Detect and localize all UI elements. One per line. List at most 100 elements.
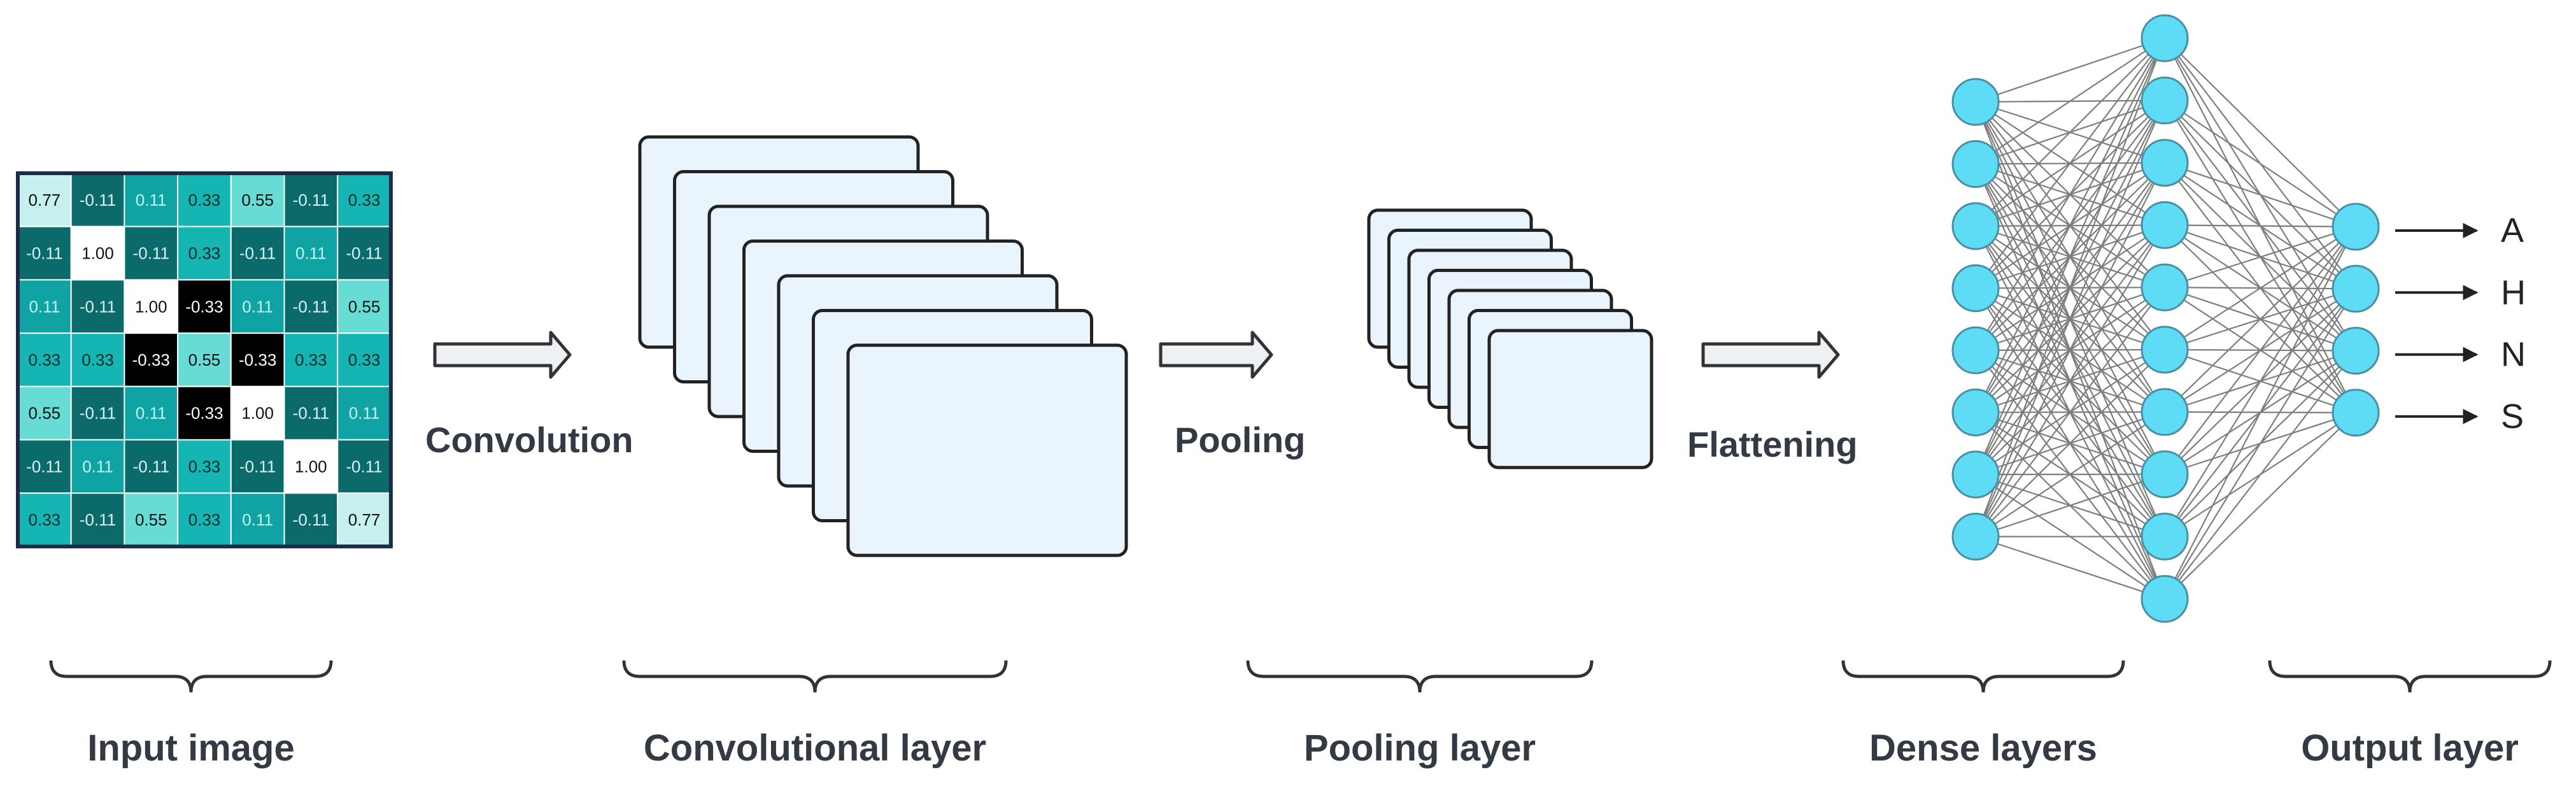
matrix-cell-value: -0.11 (346, 244, 382, 263)
dense1-node (1951, 264, 2000, 312)
matrix-cell (70, 279, 125, 334)
matrix-cell-value: 0.33 (188, 244, 221, 263)
dense-layers-label: Dense layers (1869, 727, 2097, 769)
matrix-cell (70, 439, 125, 494)
matrix-cell-value: 0.33 (188, 457, 221, 476)
matrix-cell-value: 0.33 (295, 350, 327, 369)
pool-brace (1246, 660, 1594, 693)
dense1-node (1951, 202, 2000, 250)
matrix-cell-value: -0.11 (293, 297, 329, 316)
connection-line (2164, 162, 2356, 228)
matrix-cell-value: 0.33 (81, 350, 114, 369)
matrix-cell (337, 279, 392, 334)
matrix-cell-value: 0.11 (242, 510, 273, 529)
matrix-cell (17, 492, 72, 547)
dense2-node (2141, 14, 2189, 62)
matrix-cell (17, 332, 72, 387)
matrix-cell (124, 225, 179, 281)
conv-brace (622, 660, 1008, 693)
matrix-cell-value: -0.33 (185, 404, 223, 423)
matrix-cell-value: 0.11 (295, 244, 327, 263)
connection-line (2164, 226, 2356, 413)
matrix-cell (337, 439, 392, 494)
connection-line (2164, 288, 2356, 599)
output-node (2332, 327, 2380, 375)
input-image-label: Input image (87, 727, 294, 769)
output-layer-label: Output layer (2301, 727, 2519, 769)
matrix-cell-value: 0.33 (348, 190, 381, 210)
matrix-cell (337, 225, 392, 281)
matrix-cell-value: 0.55 (348, 297, 381, 316)
matrix-cell-value: -0.11 (26, 457, 62, 476)
convolution-arrow-icon (433, 331, 572, 379)
matrix-cell (230, 439, 285, 494)
pooling-layer-label: Pooling layer (1304, 727, 1536, 769)
connection-line (1975, 162, 2165, 537)
connection-line (1975, 38, 2165, 289)
connection-line (1975, 38, 2165, 165)
matrix-cell-value: -0.11 (239, 244, 276, 263)
dense1-node (1951, 78, 2000, 126)
matrix-cell-value: 1.00 (295, 457, 327, 476)
flattening-arrow-icon (1701, 331, 1840, 379)
connection-line (1975, 411, 2165, 538)
matrix-cell (177, 279, 232, 334)
matrix-cell (230, 279, 285, 334)
matrix-cell-value: 1.00 (241, 404, 274, 423)
dense1-node (1951, 140, 2000, 188)
connection-line (1975, 38, 2165, 413)
flattening-label: Flattening (1687, 424, 1858, 464)
matrix-cell-value: 0.77 (348, 510, 381, 529)
connection-line (2164, 225, 2356, 289)
output-node (2332, 203, 2380, 251)
connection-line (1974, 38, 2166, 475)
connection-line (1975, 287, 2165, 538)
matrix-cell-value: 1.00 (135, 297, 167, 316)
matrix-cell-value: 0.55 (188, 350, 221, 369)
connection-line (1975, 224, 2165, 538)
output-node (2332, 389, 2380, 437)
dense2-node (2141, 76, 2189, 125)
network-connections (1974, 37, 2356, 600)
connection-line (2164, 226, 2356, 350)
input-brace (49, 660, 333, 693)
connection-line (2164, 38, 2356, 227)
connection-line (1975, 349, 2165, 538)
matrix-cell (230, 492, 285, 547)
pooling-feature-maps (1367, 208, 1653, 469)
dense-brace (1841, 660, 2125, 693)
connection-line (2164, 412, 2356, 599)
connection-line (1975, 38, 2165, 351)
matrix-cell-value: -0.11 (80, 297, 116, 316)
matrix-cell-value: -0.11 (133, 457, 169, 476)
matrix-cell (17, 385, 72, 441)
connection-line (1975, 38, 2165, 227)
connection-line (2164, 226, 2356, 599)
matrix-cell (337, 332, 392, 387)
matrix-cell-value: 0.11 (136, 404, 167, 423)
matrix-cell-value: 0.11 (349, 404, 380, 423)
convolutional-layer-label: Convolutional layer (644, 727, 986, 769)
output-class-label: N (2501, 336, 2526, 374)
matrix-cell (70, 332, 125, 387)
connection-line (2164, 226, 2356, 475)
connection-line (1974, 100, 2166, 537)
matrix-cell-value: -0.11 (26, 244, 62, 263)
conv-feature-map (846, 343, 1128, 557)
matrix-cell-value: 0.77 (29, 190, 61, 210)
matrix-cell-value: 0.11 (136, 190, 167, 210)
matrix-cell-value: -0.11 (80, 510, 116, 529)
matrix-cell-value: 0.33 (188, 190, 221, 210)
matrix-cell-value: -0.11 (239, 457, 276, 476)
matrix-cell (124, 385, 179, 441)
matrix-cell (177, 492, 232, 547)
dense1-node (1951, 450, 2000, 499)
connection-line (2164, 99, 2356, 227)
convolution-label: Convolution (425, 420, 633, 460)
matrix-cell-value: 0.55 (241, 190, 274, 210)
matrix-cell (124, 492, 179, 547)
connection-line (2164, 350, 2356, 599)
matrix-cell (283, 173, 339, 227)
matrix-cell-value: 0.11 (82, 457, 113, 476)
